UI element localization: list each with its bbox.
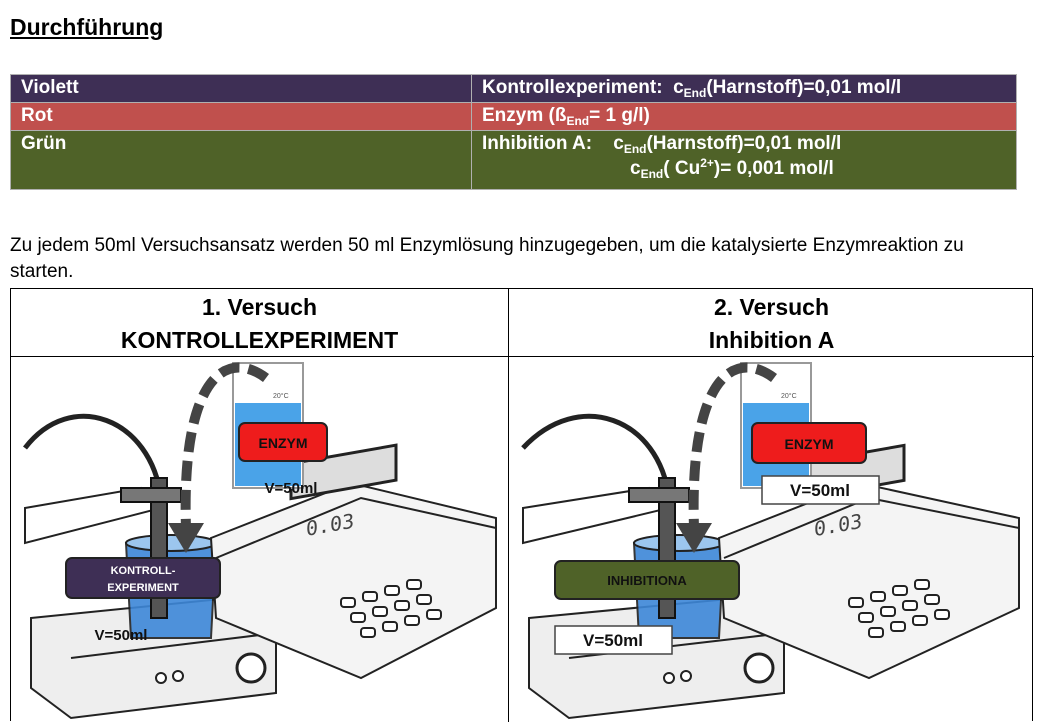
meter-keypad-icon — [848, 579, 950, 638]
legend-color-name: Rot — [10, 102, 472, 131]
enzyme-volume-box — [761, 475, 880, 505]
concentration-text: ( Cu — [663, 158, 701, 179]
legend-desc-prefix: Enzym (ß — [482, 105, 567, 126]
concentration-text: )= 0,001 mol/l — [713, 158, 834, 179]
legend-row-green: Grün Inhibition A: cEnd(Harnstoff)=0,01 … — [10, 130, 1017, 190]
legend-desc-prefix: Inhibition A: — [482, 133, 593, 154]
concentration-symbol: c — [673, 77, 684, 98]
superscript-charge: 2+ — [700, 156, 714, 170]
legend-row-red: Rot Enzym (ßEnd= 1 g/l) — [10, 102, 1017, 131]
enzyme-label: ENZYM — [259, 435, 308, 451]
trial-title: 1. Versuch — [201, 294, 318, 320]
trial-subtitle: Inhibition A — [708, 327, 835, 353]
electrode-clamp — [120, 487, 182, 503]
pour-arrow — [688, 362, 777, 529]
stirrer-light-icon — [663, 672, 675, 684]
trial-title: 2. Versuch — [713, 294, 830, 320]
trial-header: 2. Versuch Inhibition A — [509, 289, 1034, 357]
sample-label: INHIBITIONA — [607, 573, 687, 588]
stirrer-knob-icon — [235, 652, 267, 684]
trial-2-illustration: 0.03 20°C ENZYM V=50ml INHIBITIONA V=50m… — [521, 362, 1020, 720]
legend-color-name: Grün — [10, 130, 472, 190]
legend-description: Inhibition A: cEnd(Harnstoff)=0,01 mol/l… — [471, 130, 1017, 190]
legend-desc-suffix: = 1 g/l) — [589, 105, 650, 126]
legend-description: Kontrollexperiment: cEnd(Harnstoff)=0,01… — [471, 74, 1017, 103]
enzyme-label-box — [238, 422, 328, 462]
meter-top-edge — [215, 496, 497, 559]
stirrer-light-icon — [172, 670, 184, 682]
sample-volume: V=50ml — [583, 631, 643, 650]
trials-table: 1. Versuch KONTROLLEXPERIMENT 0.03 — [10, 288, 1034, 722]
enzyme-label-box — [751, 422, 867, 464]
trial-subtitle: KONTROLLEXPERIMENT — [120, 327, 399, 353]
enzyme-volume: V=50ml — [265, 480, 318, 497]
beaker-rim — [633, 534, 725, 552]
enzyme-volume: V=50ml — [790, 481, 850, 500]
cable — [521, 413, 672, 499]
electrode-clamp — [628, 487, 690, 503]
intro-paragraph: Zu jedem 50ml Versuchsansatz werden 50 m… — [10, 235, 964, 282]
arrow-head-icon — [676, 523, 712, 553]
subscript-end: End — [640, 167, 664, 181]
concentration-symbol: c — [613, 133, 624, 154]
concentration-text: (Harnstoff)=0,01 mol/l — [646, 133, 842, 154]
section-heading: Durchführung — [10, 14, 164, 40]
sample-volume: V=50ml — [95, 627, 148, 644]
cylinder-mark: 20°C — [273, 392, 289, 400]
stirrer-edge — [70, 632, 277, 659]
legend-row-violet: Violett Kontrollexperiment: cEnd(Harnsto… — [10, 74, 1017, 103]
stirrer-knob-icon — [743, 652, 775, 684]
trial-1-illustration: 0.03 20°C ENZYM V=50ml KONTROLL- EXPERIM… — [23, 362, 497, 720]
sample-volume-box — [554, 625, 673, 655]
trial-column-2: 2. Versuch Inhibition A 0.03 — [509, 289, 1034, 722]
legend-description: Enzym (ßEnd= 1 g/l) — [471, 102, 1017, 131]
stirrer-light-icon — [680, 670, 692, 682]
pour-arrow — [180, 362, 269, 529]
arrow-head-icon — [168, 523, 204, 553]
sample-label-line2: EXPERIMENT — [107, 582, 179, 594]
legend-color-name: Violett — [10, 74, 472, 103]
sample-label-box — [554, 560, 740, 600]
sample-label-box — [65, 557, 221, 599]
enzyme-label: ENZYM — [785, 436, 834, 452]
stirrer-light-icon — [155, 672, 167, 684]
color-legend-table: Violett Kontrollexperiment: cEnd(Harnsto… — [10, 74, 1017, 190]
meter-keypad-icon — [340, 579, 442, 638]
concentration-text: (Harnstoff)=0,01 mol/l — [706, 77, 902, 98]
subscript-end: End — [566, 114, 590, 128]
subscript-end: End — [623, 142, 647, 156]
subscript-end: End — [683, 86, 707, 100]
concentration-symbol: c — [630, 158, 641, 179]
beaker-rim — [125, 534, 217, 552]
cable — [23, 413, 164, 499]
sample-label-line1: KONTROLL- — [111, 565, 176, 577]
trial-header: 1. Versuch KONTROLLEXPERIMENT — [11, 289, 508, 357]
cylinder-mark: 20°C — [781, 392, 797, 400]
legend-desc-prefix: Kontrollexperiment: — [482, 77, 663, 98]
trial-column-1: 1. Versuch KONTROLLEXPERIMENT 0.03 — [11, 289, 509, 722]
